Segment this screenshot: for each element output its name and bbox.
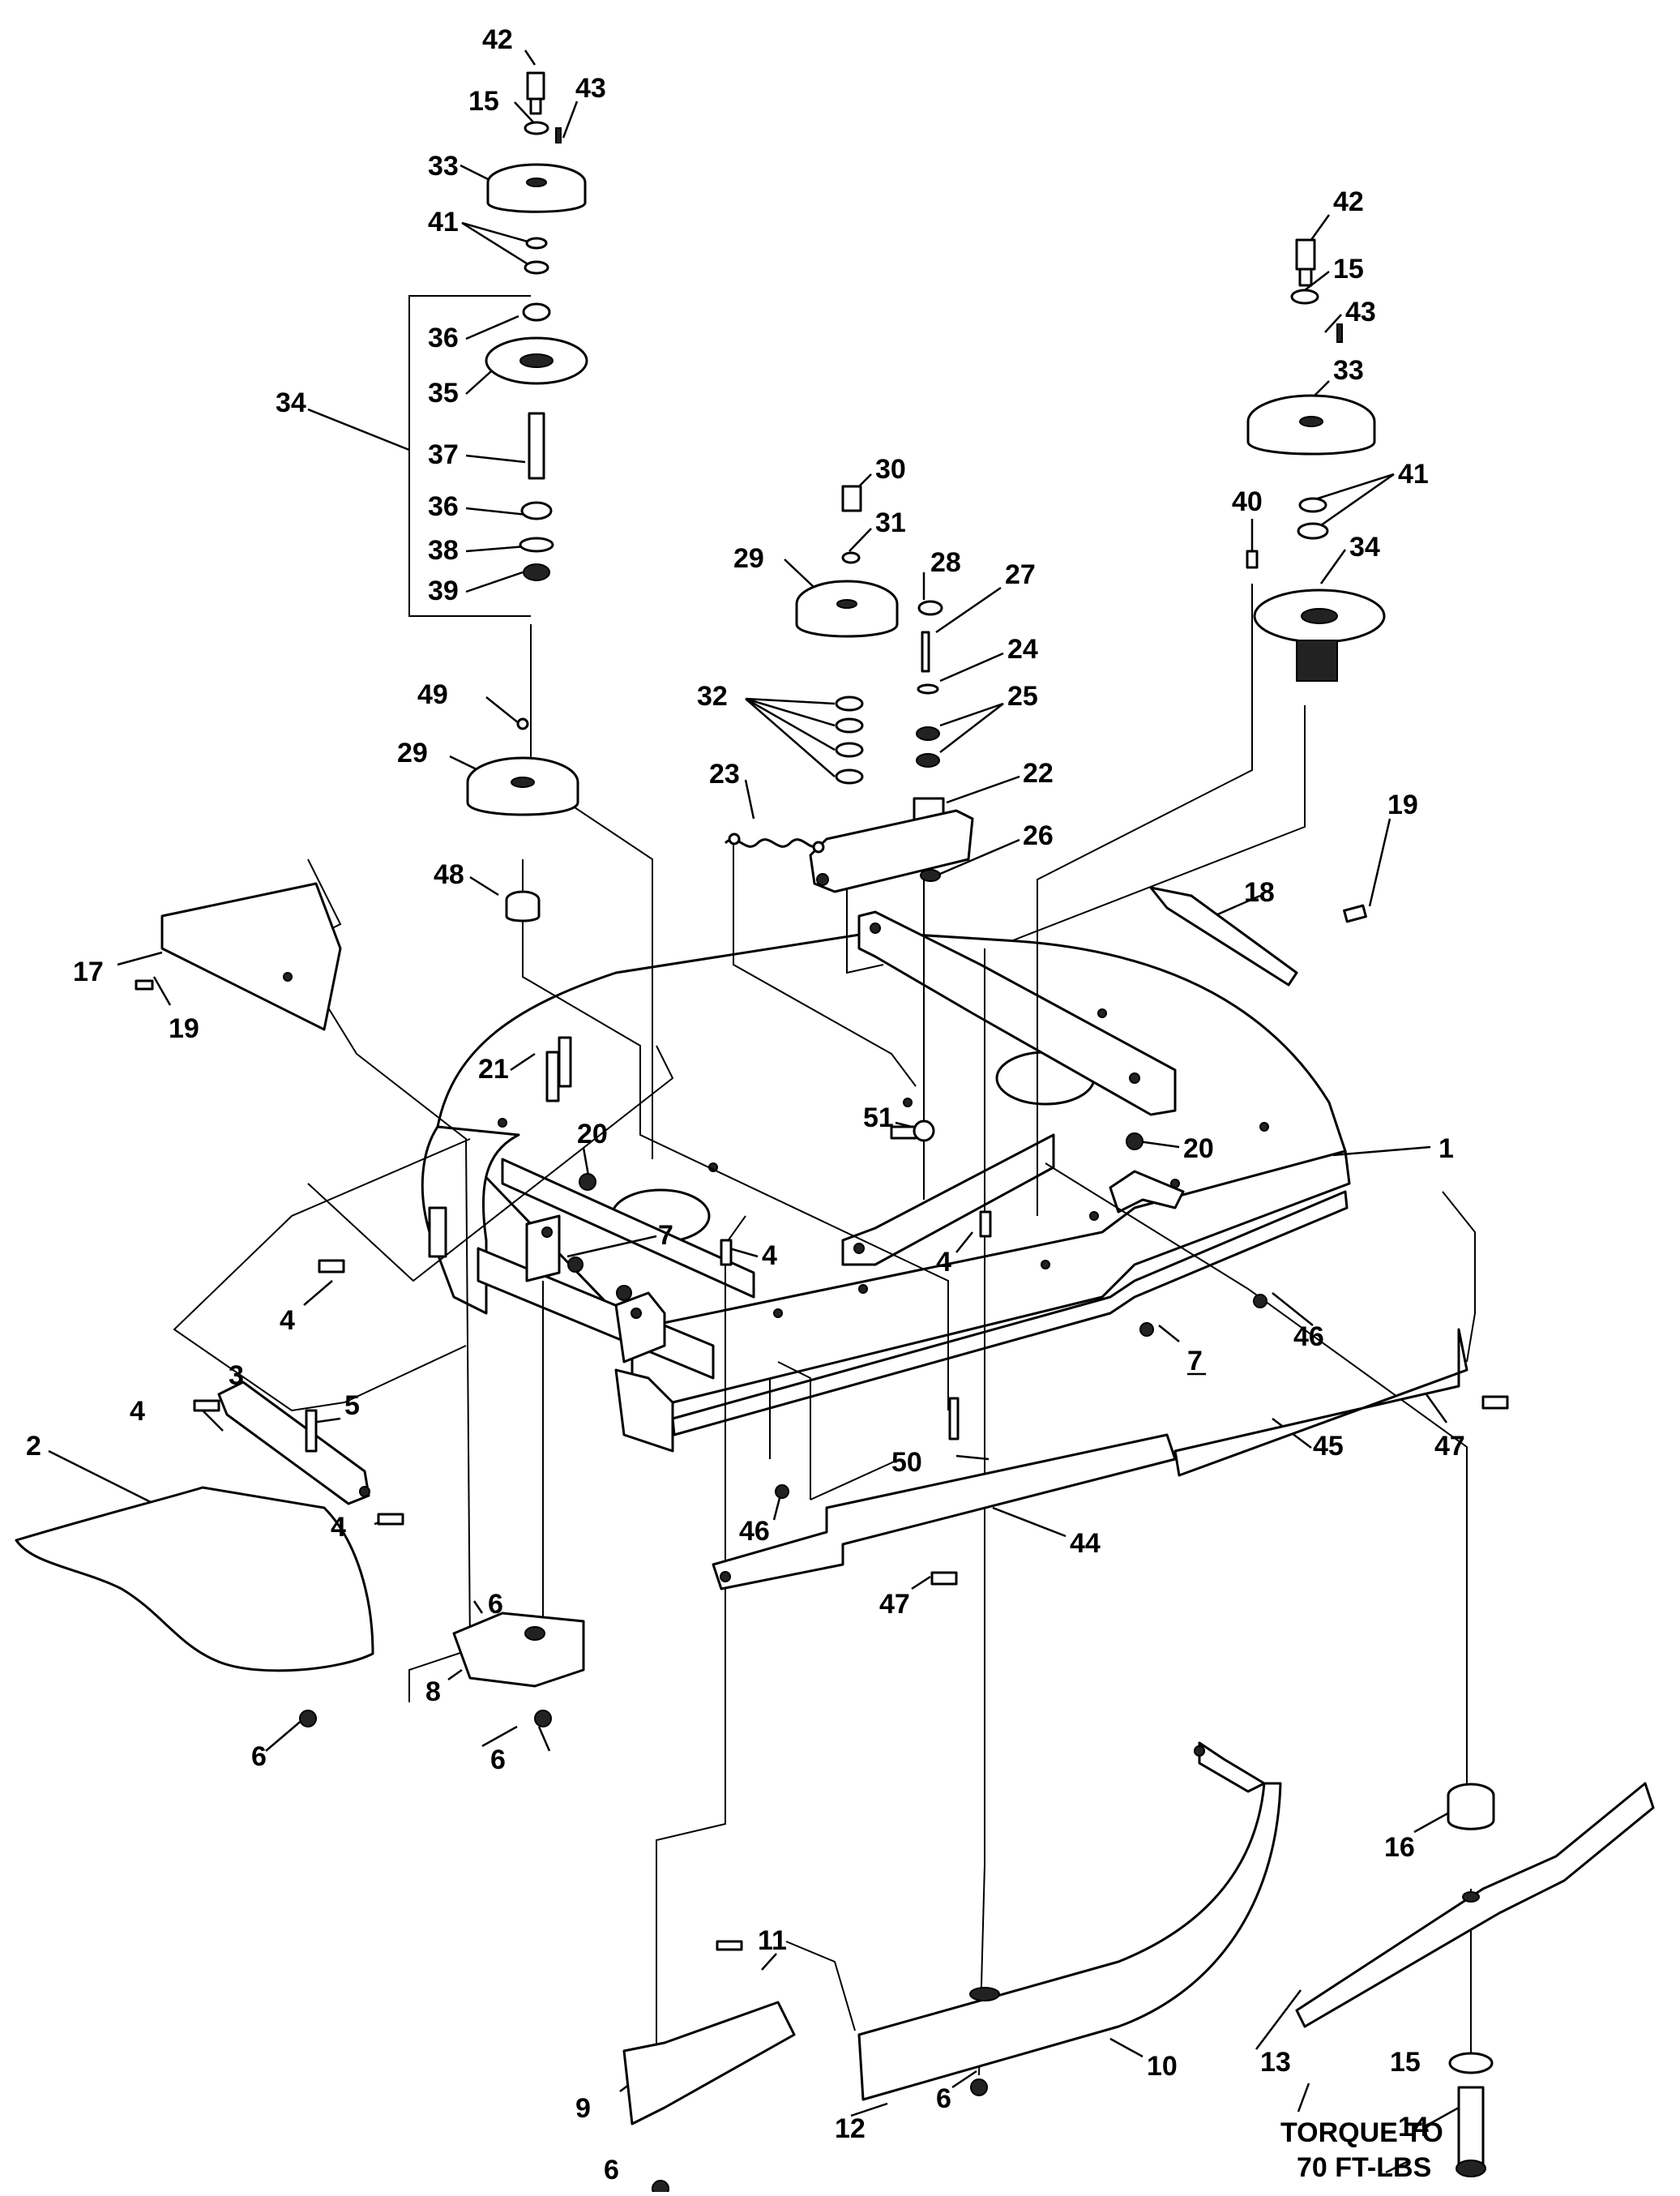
callout-25: 25 <box>1007 681 1038 712</box>
callout-19: 19 <box>1387 790 1418 820</box>
callout-34: 34 <box>276 387 306 418</box>
callout-42: 42 <box>482 24 513 55</box>
discharge-chute <box>15 1486 374 1672</box>
callout-33: 33 <box>428 151 459 182</box>
callout-42: 42 <box>1333 186 1364 217</box>
callout-8: 8 <box>425 1676 441 1707</box>
callout-20: 20 <box>577 1119 608 1149</box>
callout-41: 41 <box>428 207 459 238</box>
callout-47: 47 <box>879 1589 910 1620</box>
callout-51: 51 <box>863 1102 894 1133</box>
callout-43: 43 <box>575 73 606 104</box>
callout-6: 6 <box>604 2155 619 2185</box>
callout-37: 37 <box>428 439 459 470</box>
callout-33: 33 <box>1333 355 1364 386</box>
callout-4: 4 <box>130 1396 145 1427</box>
callout-49: 49 <box>417 679 448 710</box>
callout-5: 5 <box>344 1390 360 1421</box>
callout-6: 6 <box>490 1744 506 1775</box>
callout-23: 23 <box>709 759 740 790</box>
callout-10: 10 <box>1147 2051 1178 2082</box>
torque-note-line1: TORQUE TO <box>1280 2117 1443 2148</box>
callout-7: 7 <box>1187 1346 1203 1376</box>
callout-39: 39 <box>428 576 459 606</box>
callout-18: 18 <box>1244 877 1275 908</box>
callout-22: 22 <box>1023 758 1054 789</box>
callout-46: 46 <box>1293 1321 1324 1352</box>
callout-16: 16 <box>1384 1832 1415 1863</box>
callout-32: 32 <box>697 681 728 712</box>
callout-4: 4 <box>762 1240 777 1271</box>
callout-40: 40 <box>1232 486 1263 517</box>
callout-7: 7 <box>658 1220 673 1251</box>
callout-labels: 42 15 43 33 41 36 35 34 37 36 38 39 42 1… <box>26 24 1465 2185</box>
callout-4: 4 <box>331 1512 346 1543</box>
mower-blade <box>1295 1782 1655 2028</box>
callout-44: 44 <box>1070 1528 1101 1559</box>
callout-45: 45 <box>1313 1431 1344 1462</box>
callout-50: 50 <box>891 1447 922 1478</box>
left-spindle-stack <box>485 71 588 581</box>
callout-4: 4 <box>280 1305 295 1336</box>
callout-41: 41 <box>1398 459 1429 490</box>
callout-13: 13 <box>1260 2047 1291 2078</box>
callout-30: 30 <box>875 454 906 485</box>
callout-38: 38 <box>428 535 459 566</box>
callout-36: 36 <box>428 323 459 353</box>
baffle-plates <box>712 1328 1468 1590</box>
belt-covers <box>135 882 1367 1031</box>
callout-9: 9 <box>575 2093 591 2124</box>
callout-47: 47 <box>1434 1431 1465 1462</box>
callout-29: 29 <box>733 543 764 574</box>
rear-baffles <box>622 1741 1282 2125</box>
callout-12: 12 <box>835 2113 866 2144</box>
callout-24: 24 <box>1007 634 1038 665</box>
chute-bracket <box>217 1381 370 1505</box>
callout-20: 20 <box>1183 1133 1214 1164</box>
left-idler-pulley <box>466 717 579 922</box>
callout-31: 31 <box>875 507 906 538</box>
rear-bracket-8 <box>452 1612 585 1688</box>
callout-26: 26 <box>1023 820 1054 851</box>
callout-43: 43 <box>1345 297 1376 327</box>
callout-2: 2 <box>26 1431 41 1462</box>
callout-35: 35 <box>428 378 459 409</box>
fasteners <box>193 1036 1509 2196</box>
callout-34: 34 <box>1349 532 1380 563</box>
callout-48: 48 <box>434 859 464 890</box>
callout-6: 6 <box>488 1589 503 1620</box>
callout-15: 15 <box>1390 2047 1421 2078</box>
right-rear-bracket <box>841 910 1177 1266</box>
center-idler <box>724 485 974 893</box>
callout-17: 17 <box>73 957 104 987</box>
blade-bolt-stack <box>1447 1783 1495 2177</box>
callout-14: 14 <box>1398 2112 1429 2142</box>
torque-note-line2: 70 FT-LBS <box>1297 2152 1431 2183</box>
callout-3: 3 <box>229 1360 244 1391</box>
right-deck-hook <box>1109 1170 1185 1214</box>
callout-6: 6 <box>251 1741 267 1772</box>
left-deck-rail <box>477 1158 755 1380</box>
callout-36: 36 <box>428 491 459 522</box>
callout-19: 19 <box>169 1013 199 1044</box>
callout-15: 15 <box>1333 254 1364 285</box>
callout-11: 11 <box>758 1925 787 1956</box>
callout-46: 46 <box>739 1516 770 1547</box>
right-spindle-stack <box>1246 238 1386 682</box>
callout-21: 21 <box>478 1054 509 1085</box>
callout-6: 6 <box>936 2083 951 2114</box>
callout-28: 28 <box>930 547 961 578</box>
callout-4: 4 <box>936 1247 951 1278</box>
callout-1: 1 <box>1438 1133 1454 1164</box>
callout-27: 27 <box>1005 559 1036 590</box>
callout-29: 29 <box>397 738 428 768</box>
callout-15: 15 <box>468 86 499 117</box>
